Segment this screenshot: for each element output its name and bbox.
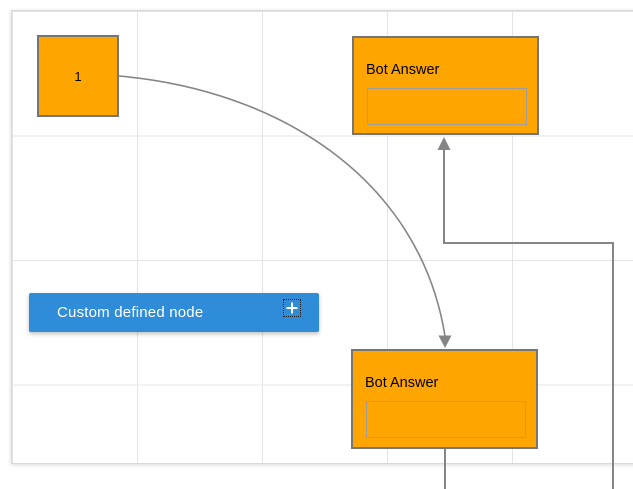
node-bot-answer-bottom[interactable]: Bot Answer xyxy=(351,349,538,449)
node-bot-answer-top[interactable]: Bot Answer xyxy=(352,36,539,135)
bot-answer-title: Bot Answer xyxy=(366,62,440,78)
connector-curve[interactable] xyxy=(118,75,452,348)
arrow-up-icon xyxy=(437,137,451,150)
custom-defined-node-button[interactable]: Custom defined node xyxy=(29,293,319,332)
bot-answer-input[interactable] xyxy=(366,401,526,438)
bot-answer-title: Bot Answer xyxy=(365,375,439,391)
plus-icon-glyph xyxy=(286,302,298,314)
bot-answer-input[interactable] xyxy=(367,88,527,125)
node-square-label: 1 xyxy=(74,68,82,84)
custom-defined-node-label: Custom defined node xyxy=(57,304,204,321)
node-square-1[interactable]: 1 xyxy=(37,35,119,117)
connector-orthogonal[interactable] xyxy=(437,137,614,489)
arrow-down-icon xyxy=(438,335,452,348)
plus-icon[interactable] xyxy=(283,299,301,317)
